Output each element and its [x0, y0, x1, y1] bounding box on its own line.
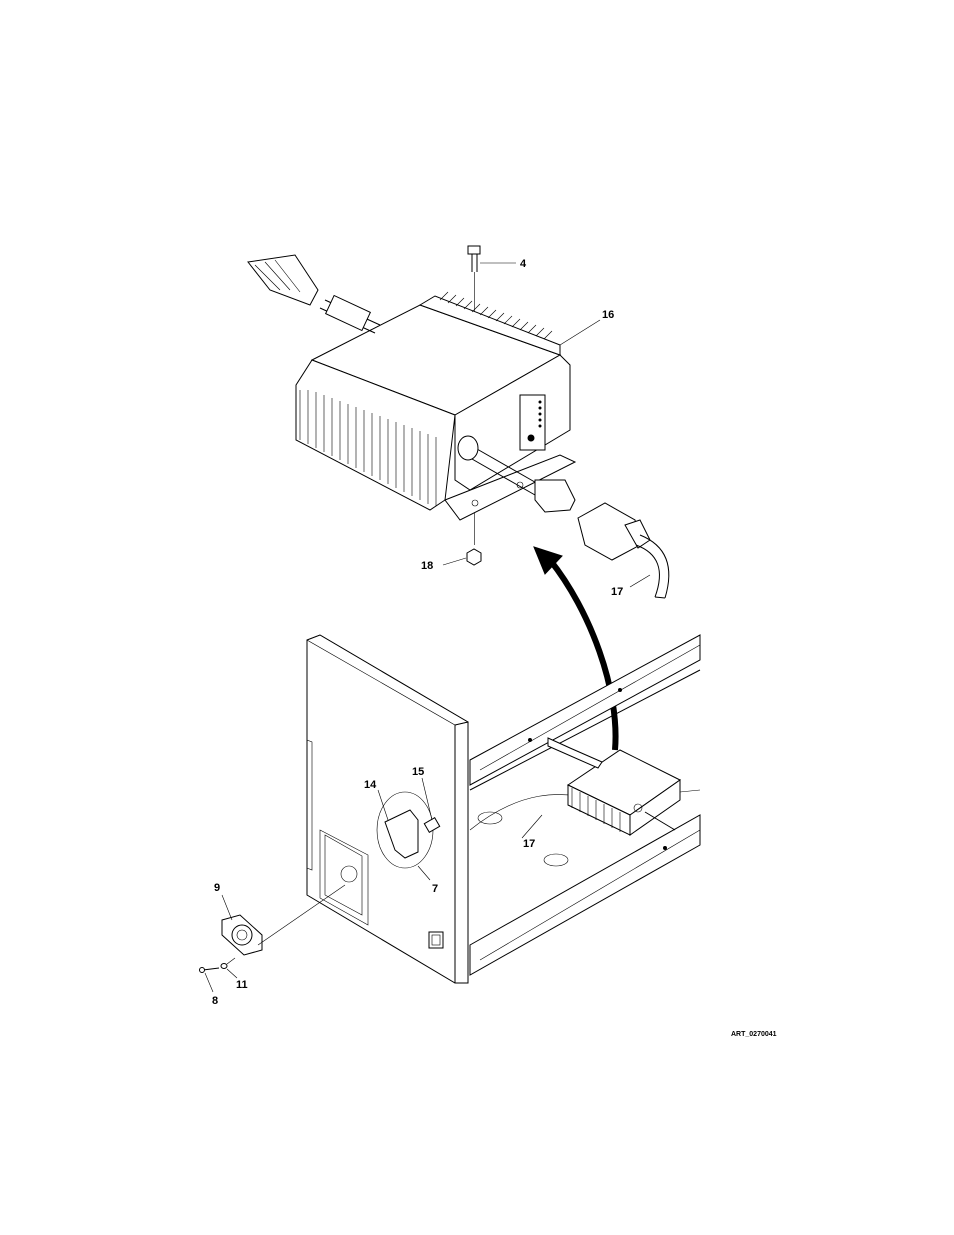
callout-18: 18	[421, 560, 433, 572]
power-cord-part	[578, 503, 669, 598]
callout-8: 8	[212, 995, 218, 1007]
callout-16: 16	[602, 309, 614, 321]
callout-17-power-cord: 17	[611, 586, 623, 598]
callout-9: 9	[214, 882, 220, 894]
callout-17-frame: 17	[523, 838, 535, 850]
battery-charger-part	[248, 255, 575, 520]
callout-11: 11	[236, 979, 248, 991]
washer-part	[221, 958, 235, 969]
callout-15: 15	[412, 766, 424, 778]
screw-part	[200, 968, 220, 973]
charger-installed-part	[548, 738, 680, 835]
nut-part	[467, 549, 481, 565]
callout-4: 4	[520, 258, 527, 270]
callout-7: 7	[432, 883, 438, 895]
art-id-label: ART_0270041	[731, 1031, 777, 1038]
callout-14: 14	[364, 779, 377, 791]
